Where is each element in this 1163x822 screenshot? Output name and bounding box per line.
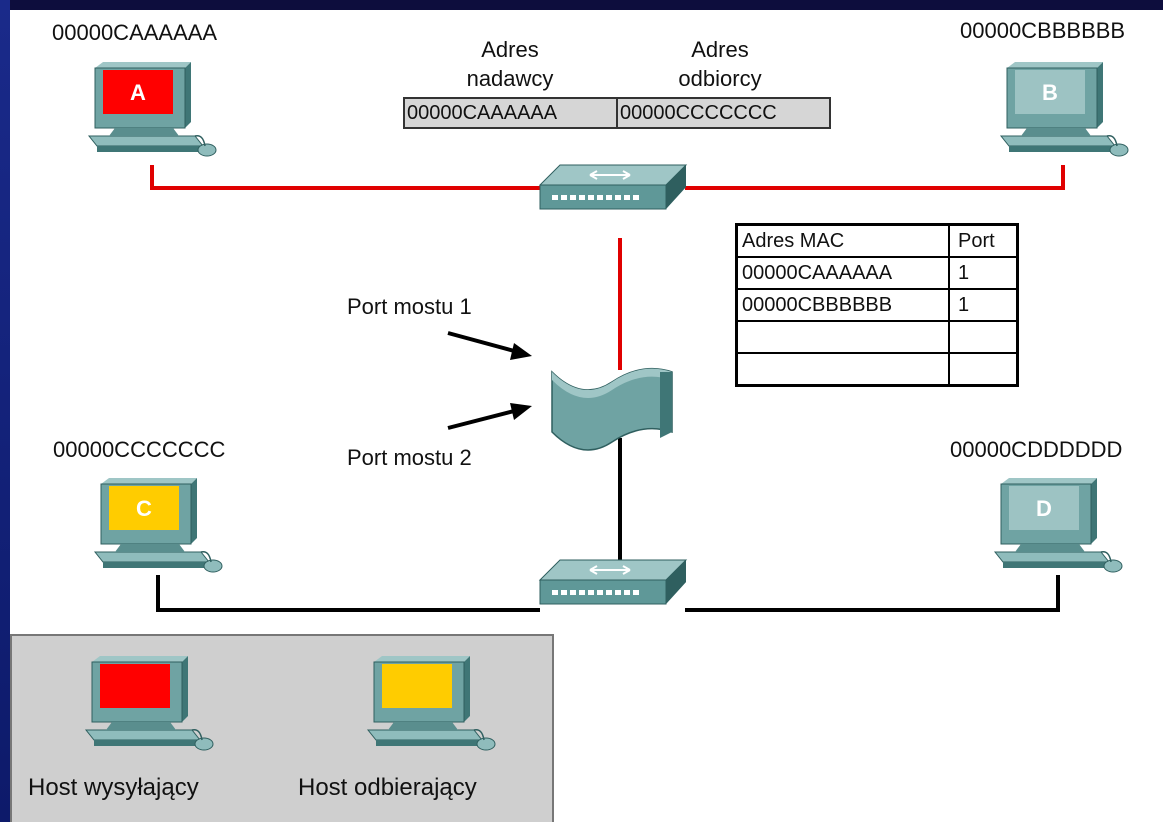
mac-address-cell: 00000CBBBBBB (735, 288, 950, 322)
port-cell (948, 352, 1019, 387)
mac-table-header: Adres MAC Port (735, 223, 1019, 258)
table-row: 00000CBBBBBB 1 (735, 288, 1019, 322)
receiver-header-line1: Adres (691, 37, 749, 62)
host-a-letter: A (130, 80, 146, 105)
host-a-icon (88, 61, 217, 157)
legend-sending-host-icon (85, 655, 214, 751)
host-b-letter: B (1042, 80, 1058, 105)
port-cell: 1 (948, 288, 1019, 322)
sender-header-line2: nadawcy (466, 66, 554, 91)
host-a-mac-label: 00000CAAAAAA (52, 20, 218, 45)
port-cell (948, 320, 1019, 354)
host-c-mac-label: 00000CCCCCCC (53, 437, 226, 462)
host-d-mac-label: 00000CDDDDDD (950, 437, 1123, 462)
host-b-mac-label: 00000CBBBBBB (960, 18, 1126, 43)
frame-receiver-address: 00000CCCCCCC (616, 97, 831, 129)
legend-panel: Host wysyłający Host odbierający (10, 634, 554, 822)
legend-sending-label: Host wysyłający (28, 774, 199, 801)
receiver-header-line2: odbiorcy (678, 66, 762, 91)
table-row (735, 320, 1019, 354)
bridge-mac-table: Adres MAC Port 00000CAAAAAA 1 00000CBBBB… (735, 223, 1019, 387)
mac-address-cell: 00000CAAAAAA (735, 256, 950, 290)
table-row: 00000CAAAAAA 1 (735, 256, 1019, 290)
mac-table-header-port: Port (948, 223, 1019, 258)
active-links (150, 165, 1065, 370)
table-row (735, 352, 1019, 387)
bridge-icon (551, 367, 673, 451)
legend-receiving-label: Host odbierający (298, 774, 477, 801)
slide-left-border (0, 0, 10, 822)
legend-icons (85, 655, 496, 751)
top-switch-icon (539, 164, 687, 210)
host-c-icon (94, 477, 223, 573)
mac-address-cell (735, 320, 950, 354)
mac-table-header-address: Adres MAC (735, 223, 950, 258)
port-arrows (447, 331, 532, 430)
bottom-switch-icon (539, 559, 687, 605)
sender-header-line1: Adres (481, 37, 539, 62)
idle-links (156, 438, 1060, 612)
legend-receiving-host-icon (367, 655, 496, 751)
host-c-letter: C (136, 496, 152, 521)
host-d-letter: D (1036, 496, 1052, 521)
bridge-port-1-label: Port mostu 1 (347, 294, 472, 319)
port-cell: 1 (948, 256, 1019, 290)
mac-address-cell (735, 352, 950, 387)
bridge-port-2-label: Port mostu 2 (347, 445, 472, 470)
slide-top-border (0, 0, 1163, 10)
frame-sender-address: 00000CAAAAAA (403, 97, 618, 129)
host-d-icon (994, 477, 1123, 573)
host-b-icon (1000, 61, 1129, 157)
